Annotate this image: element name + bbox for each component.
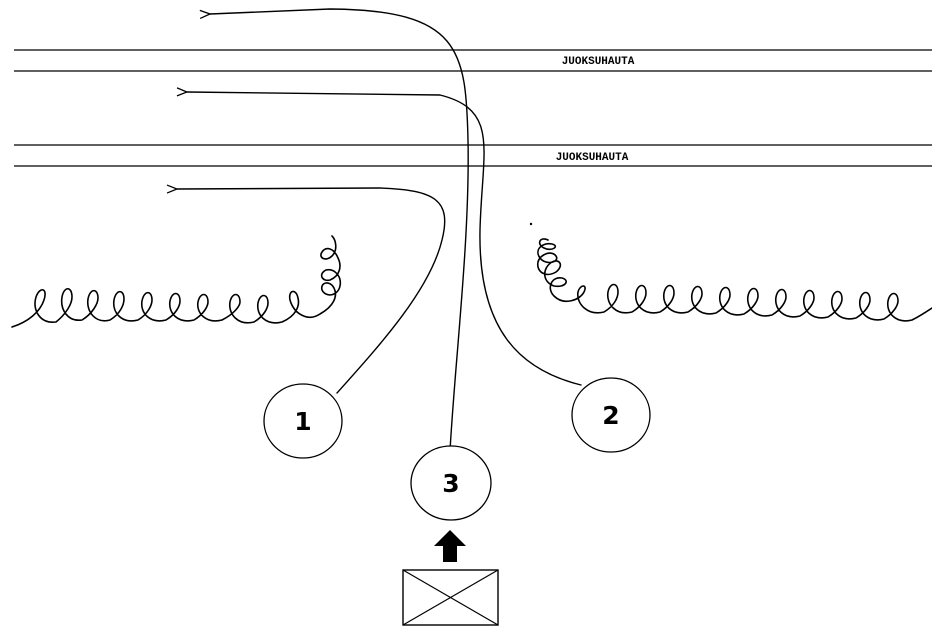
position-3: 3 xyxy=(410,445,492,521)
crossed-box-icon xyxy=(402,569,499,626)
route-3-arrow xyxy=(210,8,469,452)
trench-lower-label: JUOKSUHAUTA xyxy=(556,152,629,164)
up-arrow-icon xyxy=(434,530,466,562)
position-circle xyxy=(410,445,492,521)
trench-upper-label: JUOKSUHAUTA xyxy=(562,56,635,68)
trench-lower: JUOKSUHAUTA xyxy=(14,144,932,167)
position-2-label: 2 xyxy=(602,401,619,430)
route-2-arrow xyxy=(187,92,582,386)
trench-upper: JUOKSUHAUTA xyxy=(14,49,932,72)
route-1-arrow xyxy=(177,188,446,394)
position-1: 1 xyxy=(263,383,343,459)
position-1-label: 1 xyxy=(294,407,311,436)
wire-dot xyxy=(529,222,533,226)
position-circle xyxy=(263,383,343,459)
position-circle xyxy=(571,377,651,453)
barbed-wire-right xyxy=(536,238,932,322)
position-3-label: 3 xyxy=(442,469,459,498)
position-2: 2 xyxy=(571,377,651,453)
barbed-wire-left xyxy=(11,235,342,328)
